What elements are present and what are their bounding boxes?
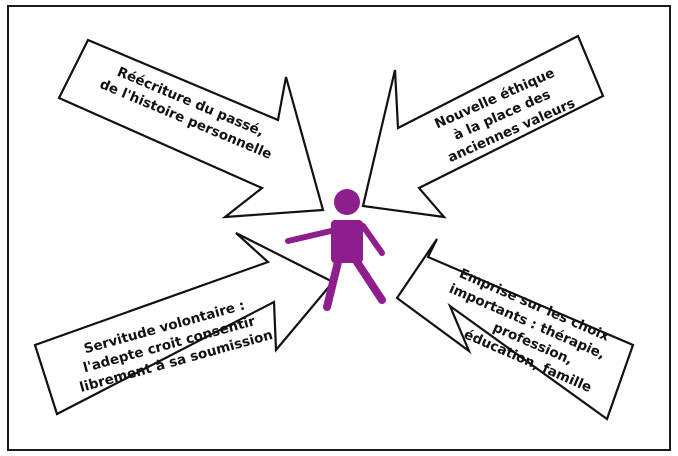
person-left-leg bbox=[323, 258, 342, 311]
arrow-bottom-left-shape bbox=[33, 232, 335, 416]
person-left-arm bbox=[285, 228, 334, 244]
arrow-top-left: Réécriture du passé, de l'histoire perso… bbox=[57, 38, 325, 219]
person-body bbox=[331, 220, 363, 263]
person-figure bbox=[285, 189, 386, 311]
arrow-bottom-left: Servitude volontaire : l'adepte croit co… bbox=[33, 232, 335, 416]
arrow-top-right: Nouvelle éthique à la place des ancienne… bbox=[361, 34, 605, 219]
person-right-leg bbox=[353, 258, 386, 304]
arrow-bottom-right-shape bbox=[395, 238, 635, 421]
arrow-top-right-shape bbox=[361, 34, 605, 219]
arrow-bottom-right: Emprise sur les choix importants : théra… bbox=[395, 238, 635, 421]
arrow-top-left-shape bbox=[57, 38, 325, 219]
person-right-arm bbox=[360, 223, 385, 256]
person-head bbox=[334, 189, 360, 215]
